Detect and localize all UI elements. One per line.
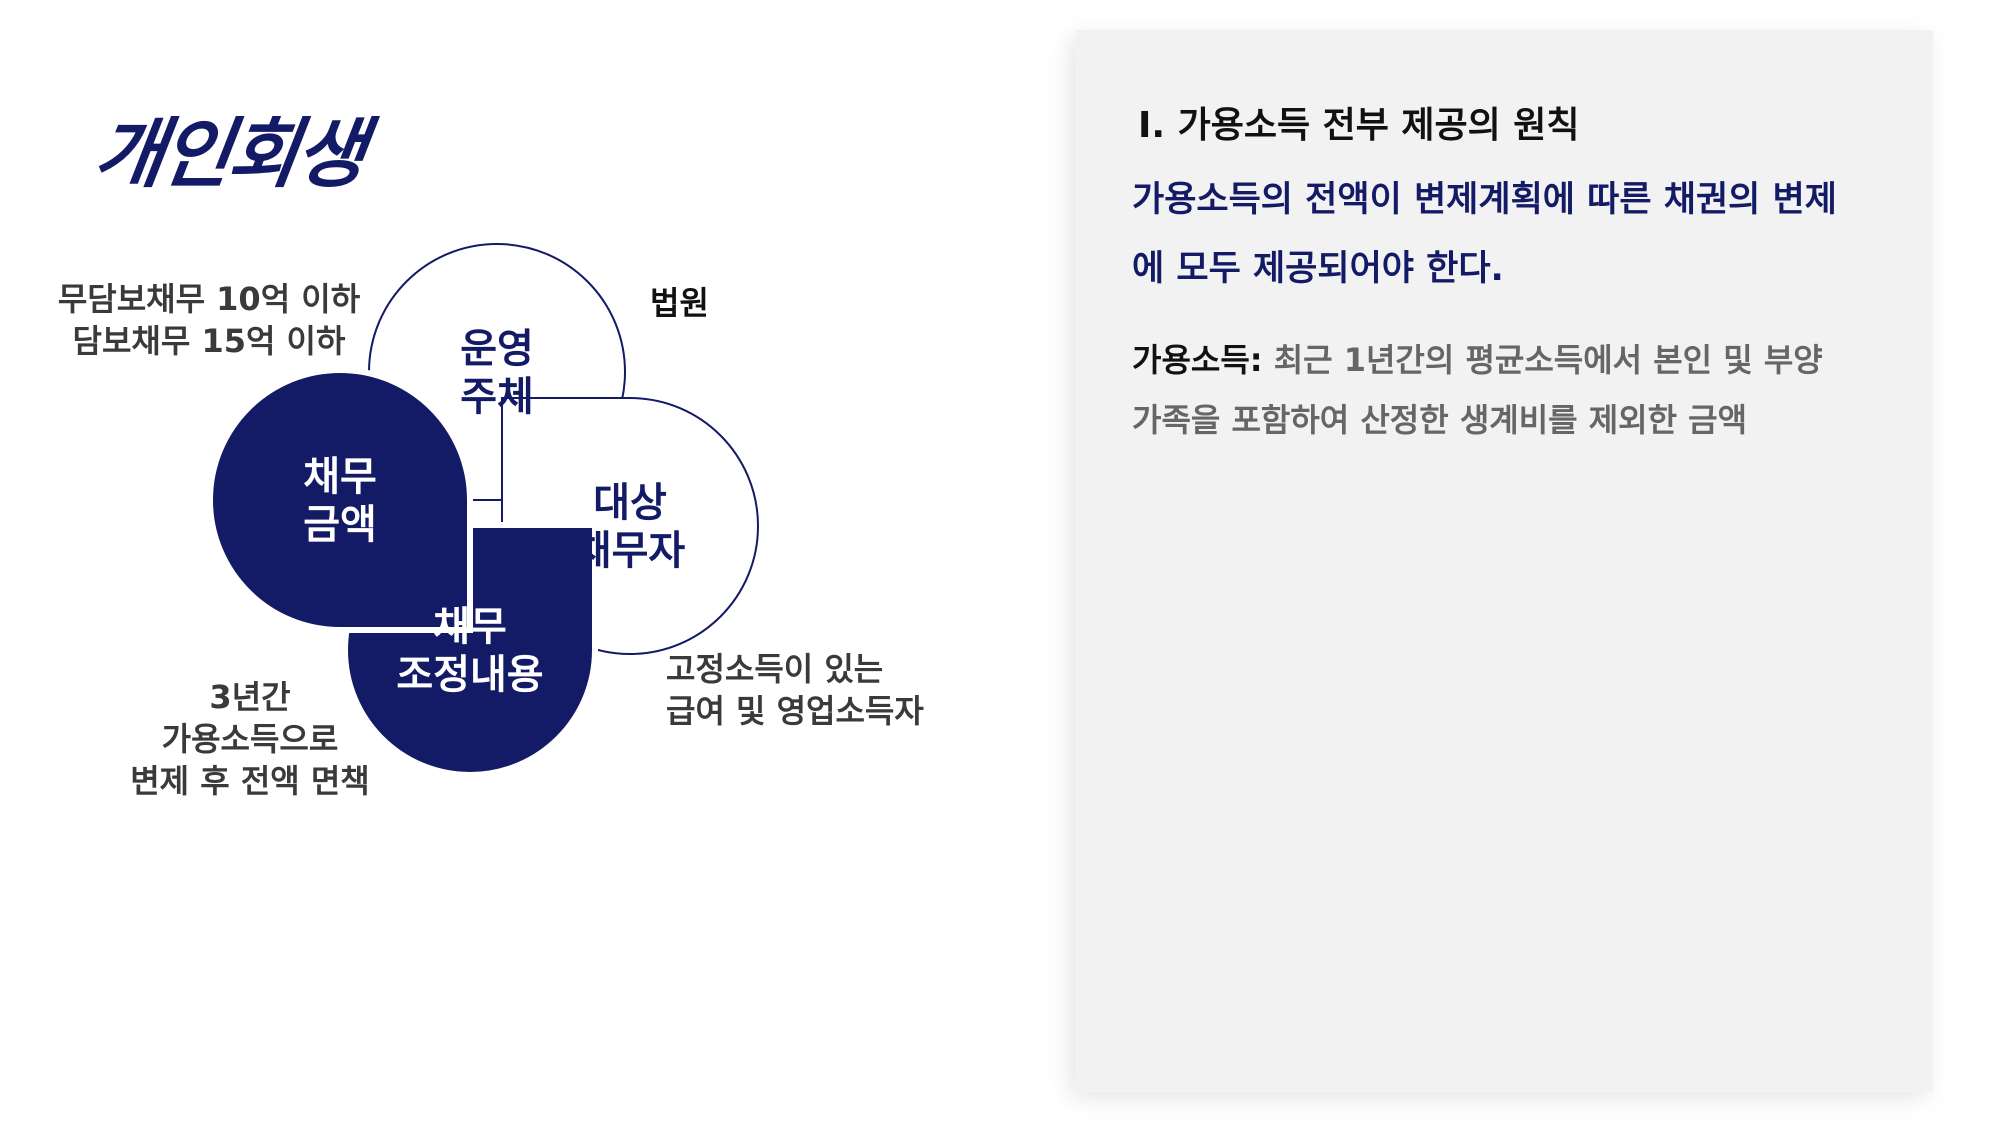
petal-label-amount: 채무 [303, 454, 377, 500]
petal-label-target: 채무자 [575, 528, 686, 574]
petal-label-target: 대상 [593, 480, 667, 526]
petal-label-operator: 운영 [460, 326, 534, 372]
petal-label-amount: 금액 [303, 502, 377, 548]
definition-text: 가용소득: 최근 1년간의 평균소득에서 본인 및 부양 가족을 포함하여 산정… [1132, 330, 1892, 450]
petal-amount [206, 366, 473, 633]
label-adjustment: 3년간 가용소득으로 변제 후 전액 면책 [130, 678, 370, 800]
label-operator: 법원 [650, 284, 709, 322]
petal-label-operator: 주체 [460, 374, 534, 420]
principle-panel [1076, 30, 1933, 1092]
section-heading: Ⅰ. 가용소득 전부 제공의 원칙 [1138, 105, 1580, 146]
definition-line: 최근 1년간의 평균소득에서 본인 및 부양 [1262, 341, 1823, 379]
petal-label-adjustment: 채무 [433, 604, 507, 650]
definition-term: 가용소득: [1132, 341, 1263, 379]
label-amount: 무담보채무 10억 이하 담보채무 15억 이하 [57, 280, 361, 360]
petal-label-adjustment: 조정내용 [396, 652, 543, 698]
principle-text: 가용소득의 전액이 변제계획에 따른 채권의 변제 에 모두 제공되어야 한다. [1132, 180, 1837, 289]
label-target: 고정소득이 있는 급여 및 영업소득자 [666, 650, 924, 730]
definition-line: 가족을 포함하여 산정한 생계비를 제외한 금액 [1132, 401, 1748, 439]
